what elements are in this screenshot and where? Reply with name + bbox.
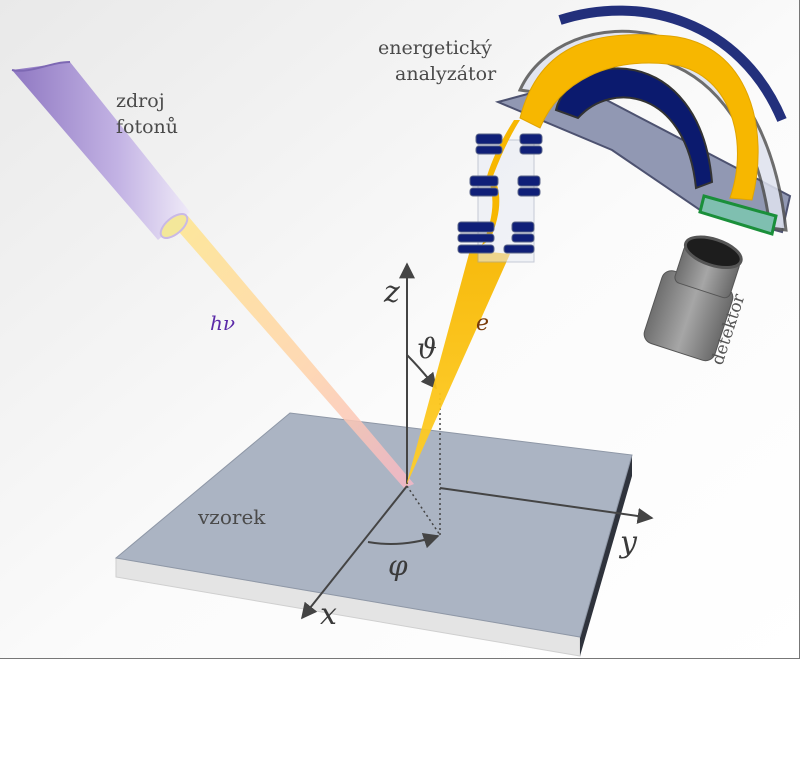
hemispherical-analyzer [494, 5, 792, 236]
photon-source-tube [11, 61, 190, 240]
lens-stack [457, 120, 543, 263]
label-axis-z: z [383, 275, 400, 310]
label-axis-y: y [618, 525, 638, 560]
label-analyzer-line2: analyzátor [395, 63, 497, 85]
label-source-line2: fotonů [116, 116, 178, 138]
axis-y-line [439, 487, 654, 524]
sample-slab [114, 412, 633, 657]
label-sample: vzorek [197, 505, 266, 529]
detector-body [643, 235, 743, 362]
label-theta: ϑ [417, 332, 437, 365]
phi-arc [367, 532, 440, 549]
photon-beam [172, 216, 414, 488]
label-photon: hν [210, 311, 235, 335]
label-axis-x: x [320, 597, 337, 632]
theta-arc [406, 354, 437, 390]
axis-x-line [301, 485, 408, 620]
label-analyzer-line1: energetický [378, 37, 492, 59]
label-phi: φ [388, 549, 408, 582]
label-source-line1: zdroj [116, 90, 165, 112]
label-electron: e [476, 311, 489, 336]
electron-beam [406, 250, 510, 486]
